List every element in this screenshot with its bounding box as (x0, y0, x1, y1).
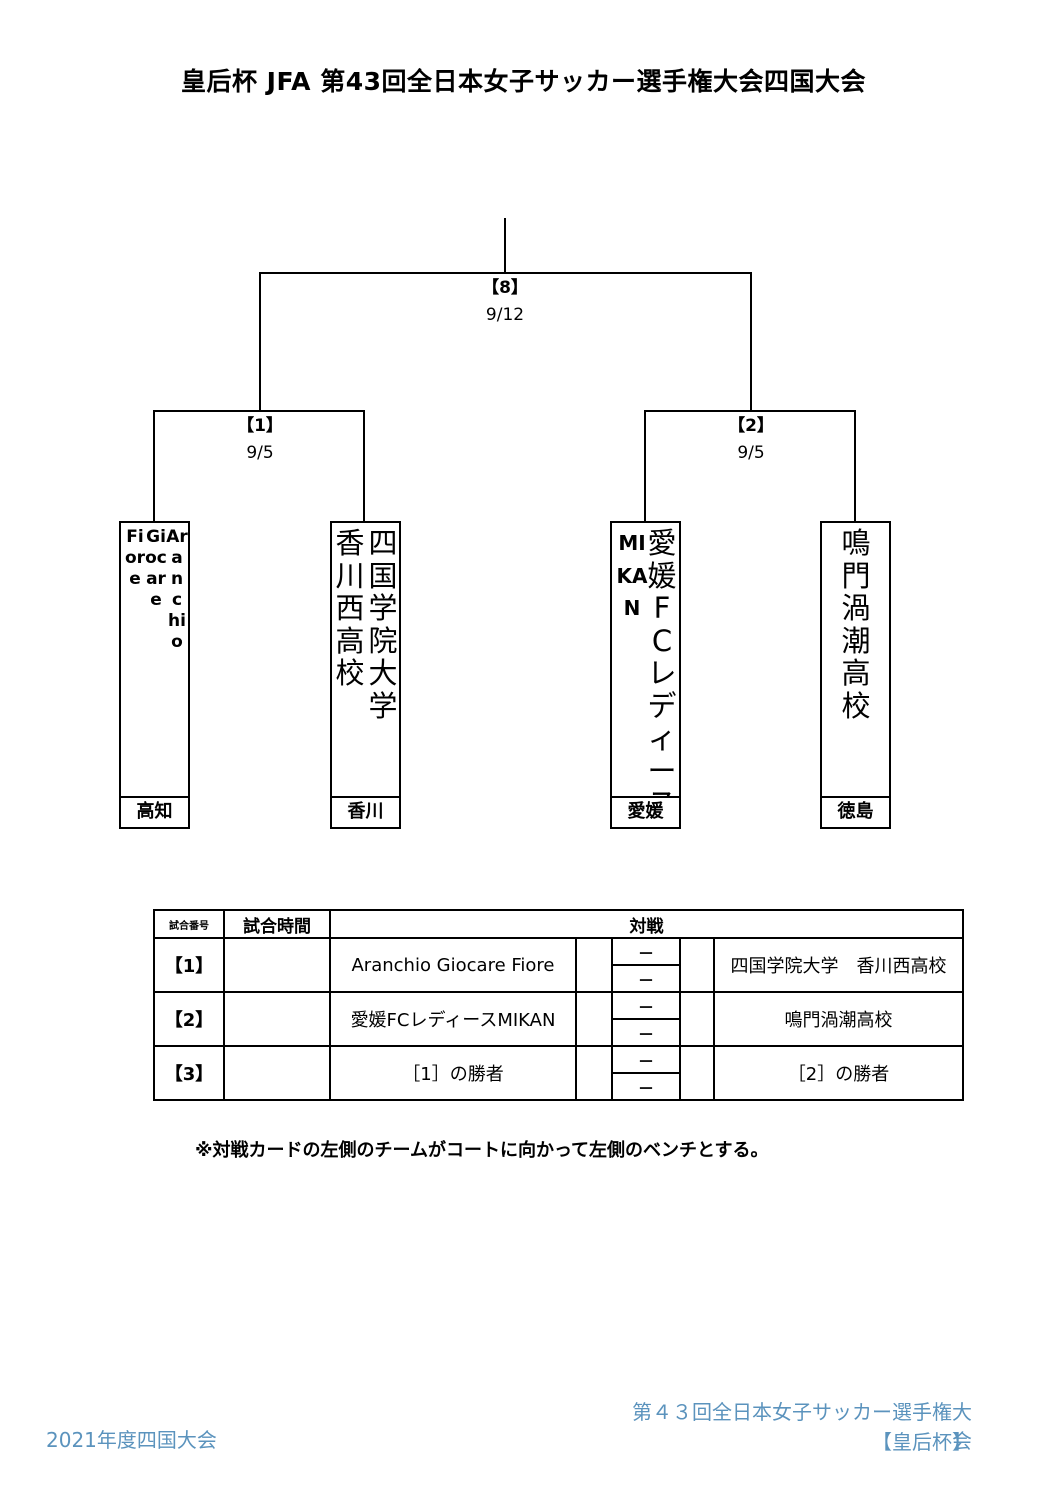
team-name: Aranchio Giocare Fiore (121, 523, 188, 797)
left-score (575, 1045, 613, 1101)
match2-label: 【2】 9/5 (711, 416, 791, 463)
left-team: Aranchio Giocare Fiore (329, 937, 577, 993)
team-prefecture: 香川 (332, 796, 399, 827)
table-row: 【2】 愛媛FCレディースMIKAN －－ 鳴門渦潮高校 (153, 991, 965, 1047)
bracket-line-final-left (259, 272, 261, 412)
team-prefecture: 徳島 (822, 796, 889, 827)
left-team: 愛媛FCレディースMIKAN (329, 991, 577, 1047)
team-name-col: 鳴門渦潮高校 (841, 526, 871, 723)
header-versus: 対戦 (328, 909, 965, 939)
team-box-ehime: 愛媛FCレディース MIKAN 愛媛 (610, 521, 681, 829)
footer-right-line2: 【皇后杯】 (872, 1430, 972, 1454)
final-match-number: 【8】 (482, 278, 528, 298)
match-number: 【2】 (153, 991, 225, 1047)
right-team: ［2］の勝者 (712, 1045, 965, 1101)
team-box-kochi: Aranchio Giocare Fiore 高知 (119, 521, 190, 829)
score-dash: － (613, 964, 679, 991)
team-box-kagawa: 四国学院大学 香川西高校 香川 (330, 521, 401, 829)
match2-date: 9/5 (737, 443, 765, 463)
bracket-line-top (504, 218, 506, 274)
table-row: 【3】 ［1］の勝者 －－ ［2］の勝者 (153, 1045, 965, 1101)
match-number: 【1】 (153, 937, 225, 993)
score-dash: － (637, 997, 654, 1017)
match1-number: 【1】 (237, 416, 283, 436)
bracket-line-final-right (750, 272, 752, 412)
team-box-tokushima: 鳴門渦潮高校 徳島 (820, 521, 891, 829)
bench-note: ※対戦カードの左側のチームがコートに向かって左側のベンチとする。 (195, 1140, 769, 1161)
left-team: ［1］の勝者 (329, 1045, 577, 1101)
team-name: 鳴門渦潮高校 (822, 523, 889, 797)
table-row: 【1】 Aranchio Giocare Fiore －－ 四国学院大学 香川西… (153, 937, 965, 993)
score-cell: －－ (611, 1045, 681, 1101)
final-match-date: 9/12 (485, 305, 525, 325)
team-name-col: 愛媛FCレディース (647, 526, 677, 797)
schedule-table: 試合番号 試合時間 対戦 【1】 Aranchio Giocare Fiore … (153, 909, 965, 1101)
match1-label: 【1】 9/5 (220, 416, 300, 463)
team-prefecture: 高知 (121, 796, 188, 827)
score-dash: － (613, 1018, 679, 1045)
left-score (575, 937, 613, 993)
team-name-col: Giocare (145, 527, 167, 610)
team-prefecture: 愛媛 (612, 796, 679, 827)
team-name-col: 香川西高校 (335, 526, 365, 690)
schedule-header-row: 試合番号 試合時間 対戦 (153, 909, 965, 939)
bracket-line-m1-left (153, 410, 155, 522)
score-dash: － (637, 943, 654, 963)
header-match-no: 試合番号 (153, 909, 225, 939)
page-title: 皇后杯 JFA 第43回全日本女子サッカー選手権大会四国大会 (180, 67, 867, 96)
right-score (679, 991, 715, 1047)
score-cell: －－ (611, 991, 681, 1047)
final-match-label: 【8】 9/12 (465, 278, 545, 325)
team-name: 四国学院大学 香川西高校 (332, 523, 399, 797)
header-time: 試合時間 (223, 909, 331, 939)
match-time (223, 1045, 331, 1101)
left-score (575, 991, 613, 1047)
bracket-line-m2-left (644, 410, 646, 522)
match1-date: 9/5 (246, 443, 274, 463)
footer-right-line1: 第４３回全日本女子サッカー選手権大会 (632, 1400, 972, 1453)
team-name-col: MIKAN (616, 531, 648, 620)
footer-left: 2021年度四国大会 (46, 1428, 217, 1452)
right-team: 鳴門渦潮高校 (712, 991, 965, 1047)
match-number: 【3】 (153, 1045, 225, 1101)
bracket-line-m2-right (854, 410, 856, 522)
bracket-line-m1-h (153, 410, 365, 412)
team-name: 愛媛FCレディース MIKAN (612, 523, 679, 797)
right-score (679, 937, 715, 993)
bracket-line-m1-right (363, 410, 365, 522)
team-name-col: Aranchio (166, 527, 188, 652)
bracket-line-m2-h (644, 410, 856, 412)
right-score (679, 1045, 715, 1101)
match-time (223, 991, 331, 1047)
match2-number: 【2】 (728, 416, 774, 436)
match-time (223, 937, 331, 993)
score-cell: －－ (611, 937, 681, 993)
right-team: 四国学院大学 香川西高校 (712, 937, 965, 993)
team-name-col: Fiore (124, 527, 146, 589)
score-dash: － (613, 1072, 679, 1099)
team-name-col: 四国学院大学 (368, 526, 398, 723)
score-dash: － (637, 1051, 654, 1071)
bracket-line-final-h (259, 272, 752, 274)
